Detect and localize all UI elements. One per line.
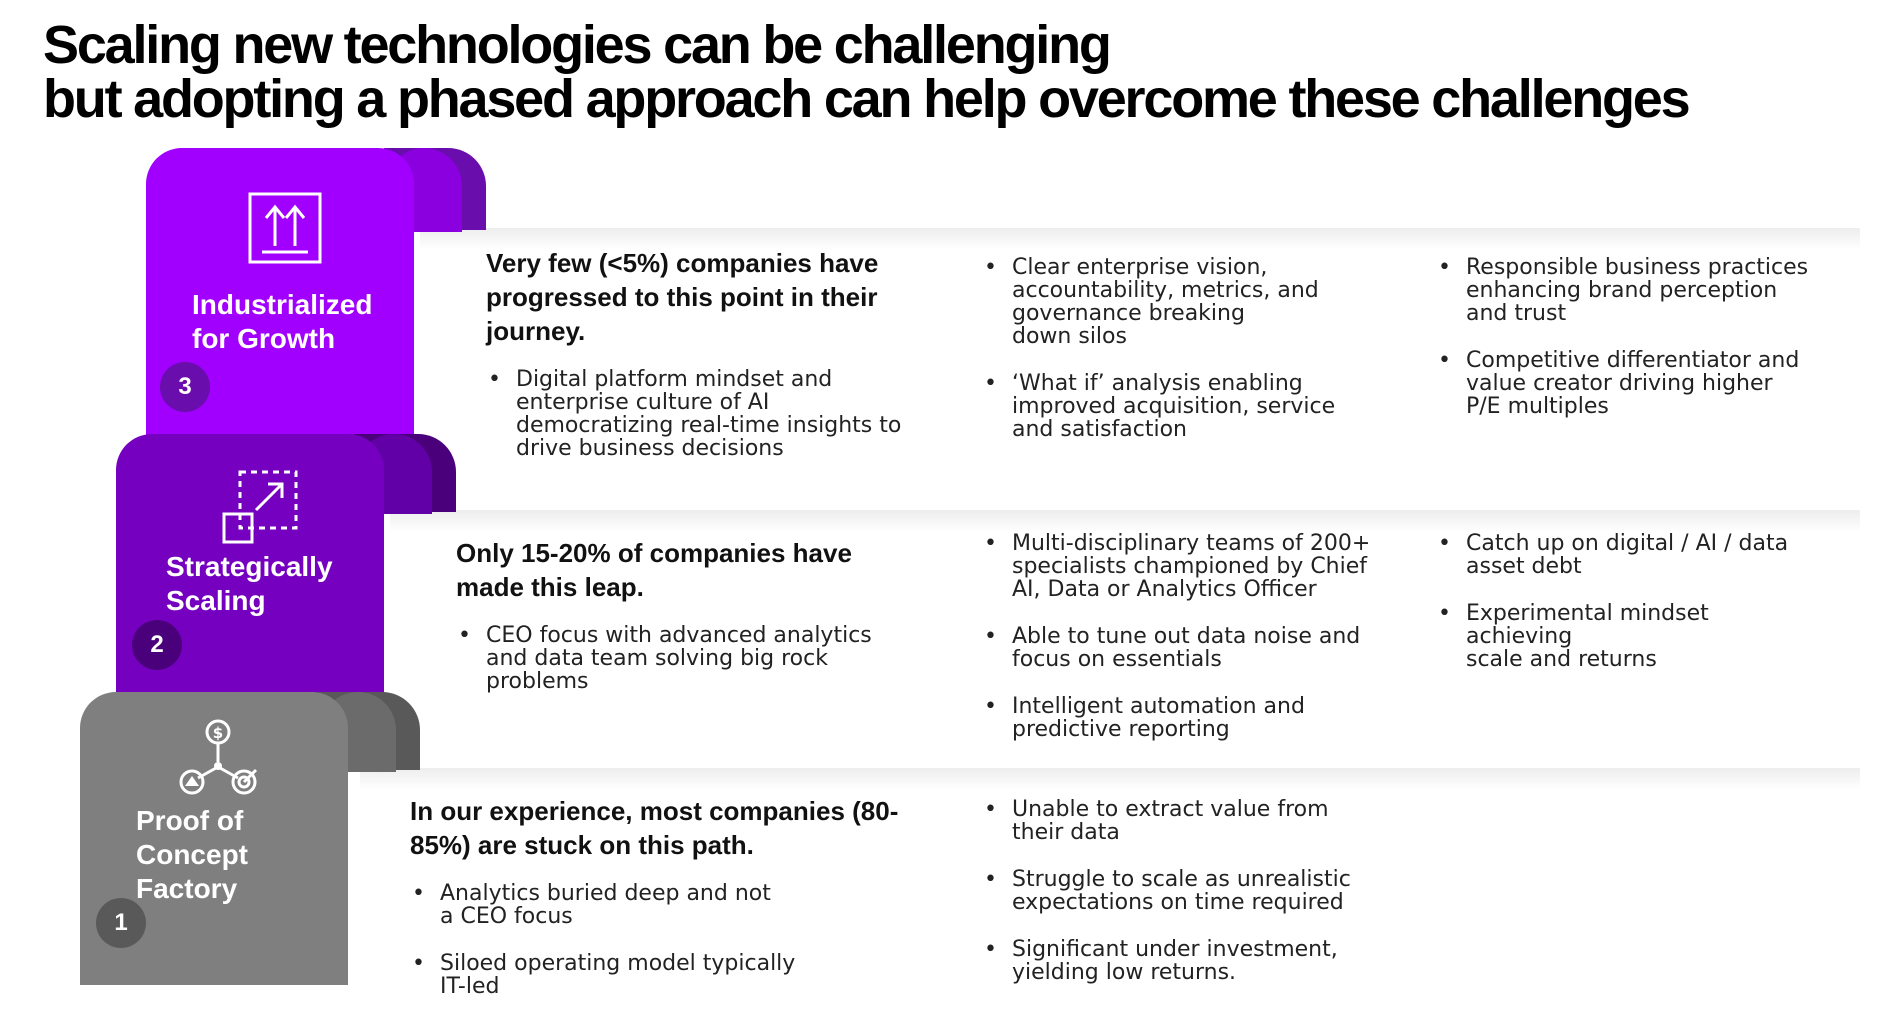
list-item: Experimental mindset achieving scale and… xyxy=(1436,602,1876,671)
stage-1-label: Proof of Concept Factory xyxy=(136,804,248,906)
list-item: Digital platform mindset and enterprise … xyxy=(486,368,966,460)
stage-3-headline: Very few (<5%) companies have progressed… xyxy=(486,248,885,346)
list-item: Unable to extract value from their data xyxy=(982,798,1402,844)
dollar-network-icon: $ xyxy=(176,718,260,800)
stage-2-label-line-1: Strategically xyxy=(166,551,333,582)
stage-2-middle-points: Multi-disciplinary teams of 200+ special… xyxy=(982,532,1402,765)
stage-3-number-badge: 3 xyxy=(160,362,210,412)
list-item: Analytics buried deep and not a CEO focu… xyxy=(410,882,910,928)
stage-2-label: Strategically Scaling xyxy=(166,550,333,618)
stage-1-middle-points: Unable to extract value from their data … xyxy=(982,798,1402,1008)
page-title: Scaling new technologies can be challeng… xyxy=(43,15,1691,129)
list-item: Siloed operating model typically IT-led xyxy=(410,952,910,998)
stage-2-label-line-2: Scaling xyxy=(166,585,266,616)
list-item: Significant under investment, yielding l… xyxy=(982,938,1402,984)
stage-3-label-line-1: Industrialized xyxy=(192,289,373,320)
list-item: Multi-disciplinary teams of 200+ special… xyxy=(982,532,1402,601)
stage-1-label-line-2: Concept xyxy=(136,839,248,870)
stage-1-number-badge: 1 xyxy=(96,898,146,948)
stage-1-points: Analytics buried deep and not a CEO focu… xyxy=(410,882,910,1022)
shadow-band-1 xyxy=(360,768,1860,790)
title-line-1: Scaling new technologies can be challeng… xyxy=(43,15,1112,75)
stage-1-label-line-1: Proof of xyxy=(136,805,244,836)
stage-2-number-badge: 2 xyxy=(132,620,182,670)
expand-squares-icon xyxy=(222,470,298,548)
list-item: ‘What if’ analysis enabling improved acq… xyxy=(982,372,1402,441)
title-line-2: but adopting a phased approach can help … xyxy=(43,69,1691,129)
list-item: Catch up on digital / AI / data asset de… xyxy=(1436,532,1876,578)
list-item: Able to tune out data noise and focus on… xyxy=(982,625,1402,671)
list-item: Responsible business practices enhancing… xyxy=(1436,256,1876,325)
stage-1-headline: In our experience, most companies (80-85… xyxy=(410,796,899,860)
list-item: Clear enterprise vision, accountability,… xyxy=(982,256,1402,348)
stage-1-banner: $ Proof of Concept Factory 1 xyxy=(80,692,420,985)
svg-text:$: $ xyxy=(213,724,223,742)
list-item: CEO focus with advanced analytics and da… xyxy=(456,624,956,693)
shadow-band-2 xyxy=(390,510,1860,532)
stage-2-right-points: Catch up on digital / AI / data asset de… xyxy=(1436,532,1876,695)
stage-3-banner: Industrialized for Growth 3 xyxy=(146,148,486,458)
stage-1-label-line-3: Factory xyxy=(136,873,238,904)
double-arrow-up-box-icon xyxy=(248,192,322,268)
stage-3-label: Industrialized for Growth xyxy=(192,288,372,356)
list-item: Intelligent automation and predictive re… xyxy=(982,695,1402,741)
stage-3-middle-points: Clear enterprise vision, accountability,… xyxy=(982,256,1402,465)
stage-2-banner: Strategically Scaling 2 xyxy=(116,434,456,706)
stage-2-headline: Only 15-20% of companies have made this … xyxy=(456,538,852,602)
list-item: Struggle to scale as unrealistic expecta… xyxy=(982,868,1402,914)
stage-3-label-line-2: for Growth xyxy=(192,323,336,354)
stage-3-right-points: Responsible business practices enhancing… xyxy=(1436,256,1876,442)
list-item: Competitive differentiator and value cre… xyxy=(1436,349,1876,418)
stage-2-points: CEO focus with advanced analytics and da… xyxy=(456,624,956,717)
shadow-band-3 xyxy=(420,228,1860,250)
stage-3-points: Digital platform mindset and enterprise … xyxy=(486,368,966,484)
